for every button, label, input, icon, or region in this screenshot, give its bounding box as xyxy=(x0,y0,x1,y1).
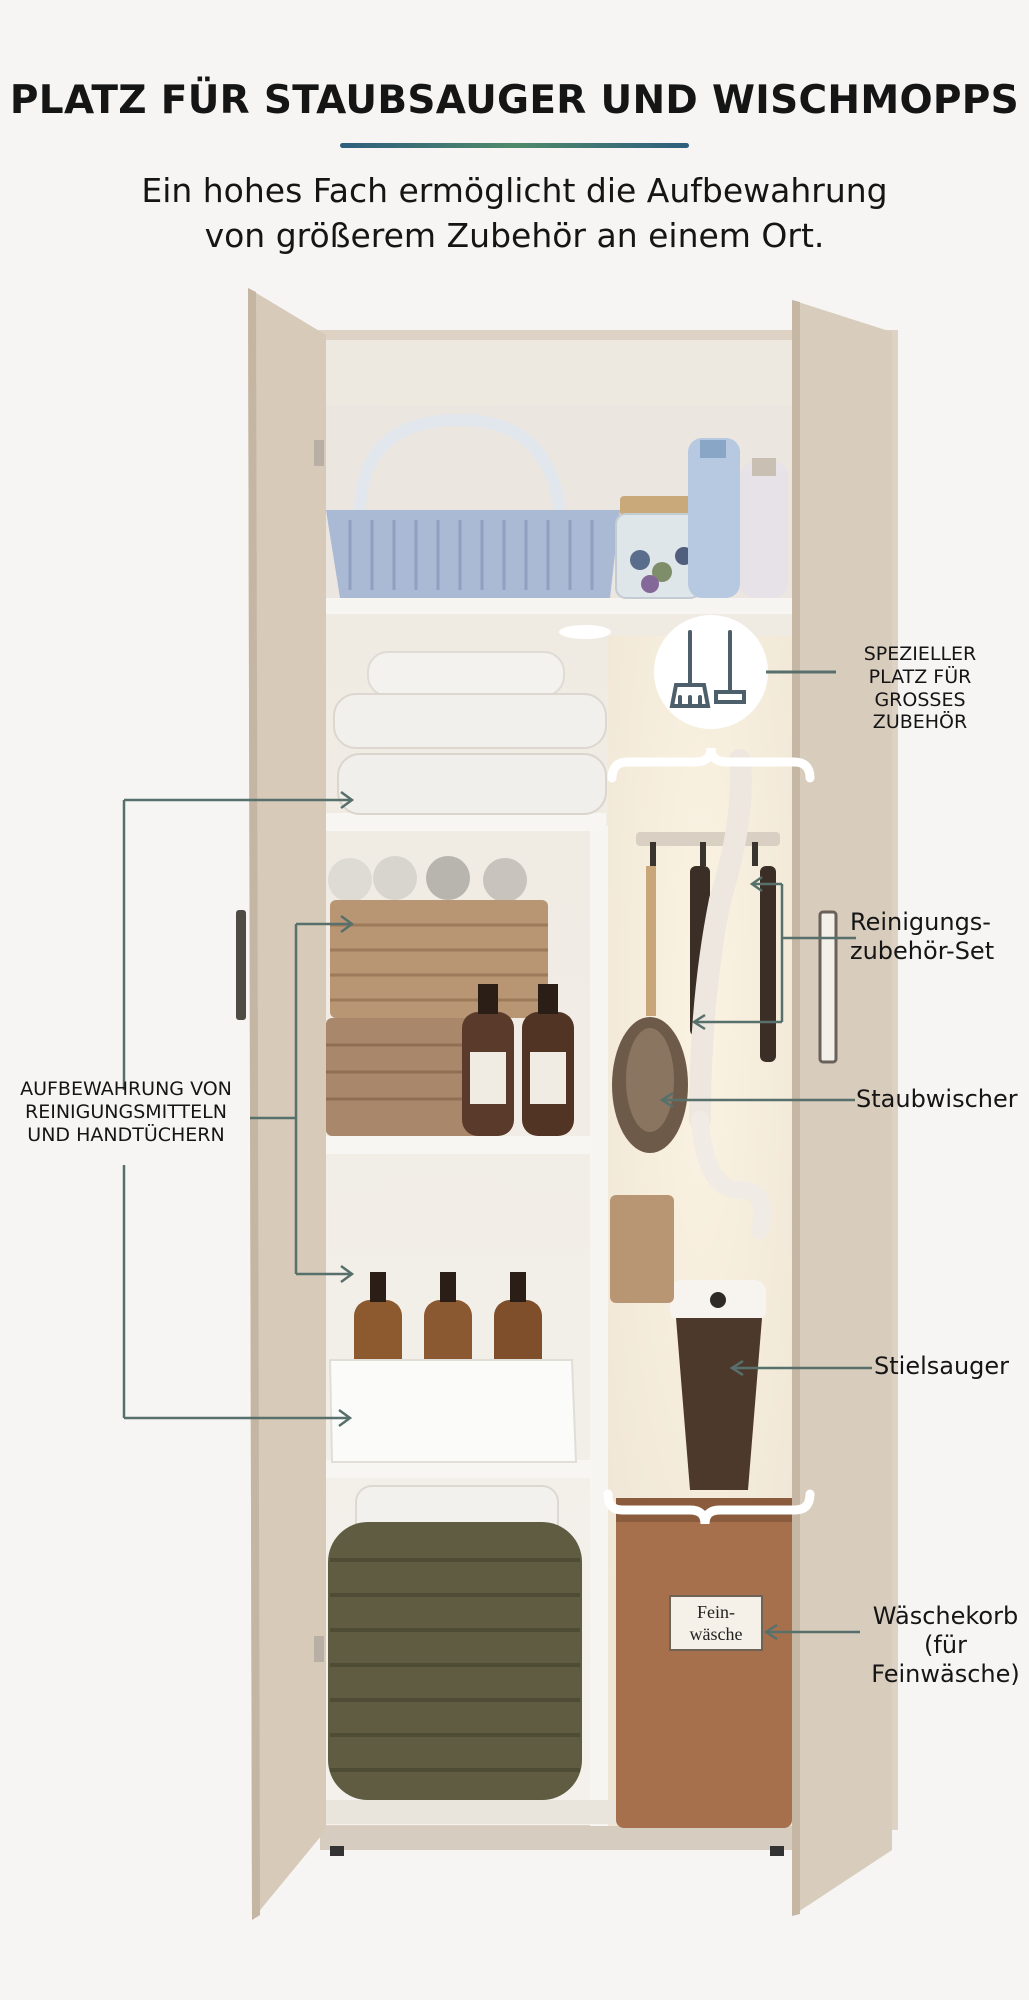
label-large-accessories-line-2: PLATZ FÜR xyxy=(868,665,972,688)
label-storage-line-2: REINIGUNGSMITTELN xyxy=(25,1100,227,1123)
label-laundry-line-1: Wäschekorb xyxy=(872,1602,1019,1630)
mop-icon xyxy=(714,630,746,704)
olive-rope-basket xyxy=(328,1522,582,1800)
label-large-accessories-line-1: SPEZIELLER xyxy=(863,643,977,665)
white-container xyxy=(328,1359,578,1463)
storage-bracket xyxy=(122,790,355,1428)
page-title: PLATZ FÜR STAUBSAUGER UND WISCHMOPPS xyxy=(9,78,1020,123)
label-storage-line-3: UND HANDTÜCHERN xyxy=(27,1123,225,1146)
stacked-towels xyxy=(333,651,607,815)
label-large-accessories-line-4: ZUBEHÖR xyxy=(872,711,968,734)
label-cleaning-set-line-2: zubehör-Set xyxy=(850,936,995,965)
subtitle-line-2: von größerem Zubehör an einem Ort. xyxy=(204,216,825,255)
detergent-bottles xyxy=(688,438,788,598)
broom-icon xyxy=(669,630,711,708)
label-large-accessories-line-3: GROSSES xyxy=(874,688,966,711)
plastic-basket xyxy=(326,413,620,598)
title-underline xyxy=(340,143,689,148)
bottom-brace xyxy=(603,1489,815,1525)
label-storage: AUFBEWAHRUNG VON REINIGUNGSMITTELN UND H… xyxy=(0,1078,252,1146)
laundry-hamper: Fein- wäsche xyxy=(616,1498,792,1828)
label-laundry: Wäschekorb (für Feinwäsche) xyxy=(862,1602,1029,1688)
label-laundry-line-2: (für xyxy=(924,1630,967,1659)
wicker-basket-top xyxy=(328,856,548,1018)
feather-duster xyxy=(612,866,688,1153)
top-brace xyxy=(607,747,815,783)
label-cleaning-set-line-1: Reinigungs- xyxy=(850,908,991,936)
label-cleaning-set: Reinigungs- zubehör-Set xyxy=(850,908,1029,966)
duster-pointer xyxy=(659,1091,855,1109)
stick-vacuum xyxy=(670,749,772,1490)
vacuum-pointer xyxy=(729,1359,872,1377)
label-laundry-line-3: Feinwäsche) xyxy=(871,1659,1020,1688)
cleaning-set-pointer xyxy=(691,875,856,1031)
left-door xyxy=(236,288,326,1920)
laundry-pointer xyxy=(763,1623,860,1641)
laundry-tag-line-1: Fein- xyxy=(697,1602,735,1622)
page-subtitle: Ein hohes Fach ermöglicht die Aufbewahru… xyxy=(60,168,969,258)
label-storage-line-1: AUFBEWAHRUNG VON xyxy=(20,1078,232,1100)
cleaning-tools-badge xyxy=(654,615,836,729)
label-large-accessories: SPEZIELLER PLATZ FÜR GROSSES ZUBEHÖR xyxy=(845,643,995,734)
laundry-tag-line-2: wäsche xyxy=(690,1624,743,1644)
glass-jar xyxy=(615,496,701,599)
subtitle-line-1: Ein hohes Fach ermöglicht die Aufbewahru… xyxy=(141,171,888,210)
cabinet-light xyxy=(559,625,611,639)
label-stick-vacuum: Stielsauger xyxy=(874,1352,1010,1380)
label-duster: Staubwischer xyxy=(856,1085,1018,1113)
small-wicker-basket xyxy=(610,1195,674,1303)
amber-bottles-upper xyxy=(462,984,574,1136)
